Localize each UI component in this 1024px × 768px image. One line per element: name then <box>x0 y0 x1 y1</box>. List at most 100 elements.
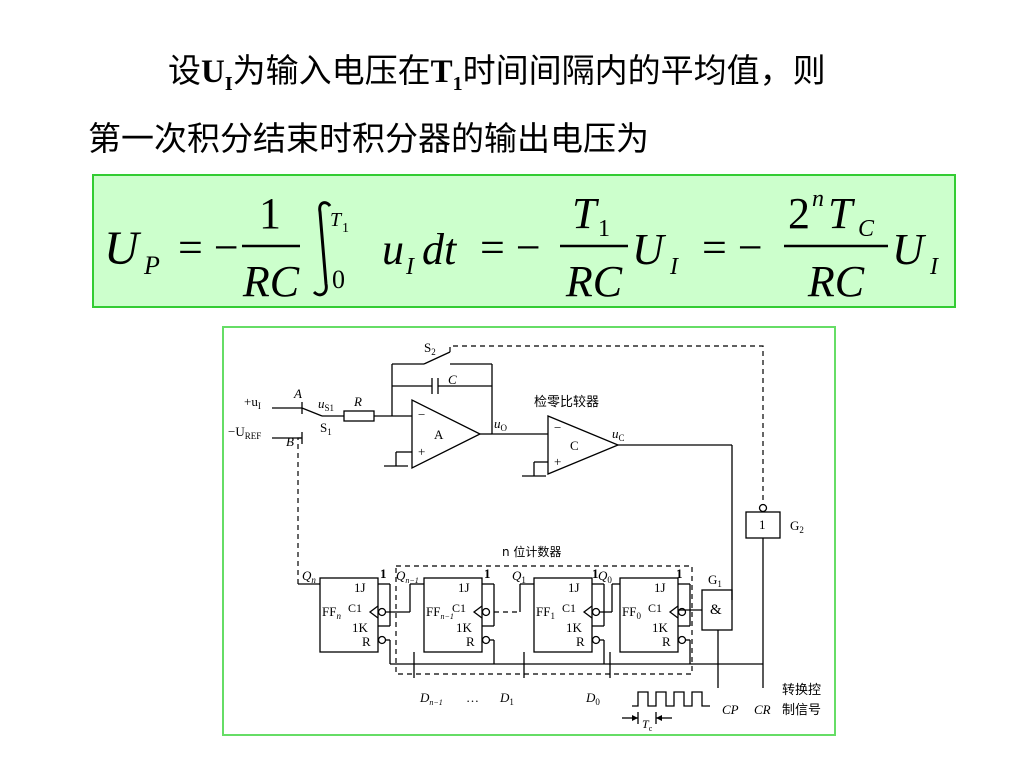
tc-arrowhead-right <box>656 715 662 721</box>
label-control-line2: 制信号 <box>782 703 821 718</box>
integrand-dt: dt <box>422 225 458 274</box>
label-counter-title: n 位计数器 <box>502 544 561 559</box>
label-opamp-minus: − <box>418 407 425 422</box>
intro-suffix: 时间间隔内的平均值，则 <box>462 51 826 90</box>
ff-n <box>319 577 379 653</box>
symbol-t: T <box>430 54 453 90</box>
pin-ffn1-1j: 1J <box>458 580 470 595</box>
counter-dashed-box <box>395 565 693 675</box>
label-s1-sub: 1 <box>327 427 332 437</box>
label-ff1-sub: 1 <box>550 611 555 621</box>
formula-mid-u: U <box>632 225 667 274</box>
label-d1-sub: 1 <box>509 697 514 707</box>
label-input-plus-sub: I <box>258 401 261 411</box>
label-comp-minus: − <box>554 420 561 435</box>
formula-frac2-num: T <box>572 189 600 238</box>
circuit-svg: +uI −UREF A B S1 uS1 R C S2 − + A uO 检零比… <box>228 340 821 733</box>
label-ff1: FF <box>536 604 550 619</box>
pin-ffn1-c1: C1 <box>452 601 466 615</box>
integrand-sub: I <box>405 254 415 280</box>
opamp-a <box>411 398 482 470</box>
int-upper-sub: 1 <box>342 221 349 236</box>
label-ffn1-sub: n−1 <box>440 612 453 621</box>
pin-ffn1-r: R <box>466 634 475 649</box>
formula-frac2-num-sub: 1 <box>598 216 610 242</box>
pin-ffn1-1k: 1K <box>456 620 473 635</box>
intro-line-2: 第一次积分结束时积分器的输出电压为 <box>88 119 649 158</box>
formula-lhs-u: U <box>104 222 142 275</box>
label-uc-sub: C <box>619 433 625 443</box>
label-s1: S <box>320 420 327 435</box>
svg-text:Q0: Q0 <box>598 568 612 585</box>
label-input-minus: −U <box>228 424 245 439</box>
ff-0 <box>619 577 679 653</box>
label-qn-sub: n <box>311 575 316 585</box>
svg-text:G2: G2 <box>790 518 804 535</box>
pin-ff1-c1: C1 <box>562 601 576 615</box>
label-dn1: D <box>419 690 430 705</box>
ff-0-reset-bubble <box>677 635 687 645</box>
label-input-plus: +u <box>244 394 258 409</box>
pin-ffn-c1: C1 <box>348 601 362 615</box>
switch-s2-blade <box>423 351 451 365</box>
intro-prefix: 设 <box>168 51 201 90</box>
integrand-u: u <box>382 225 404 274</box>
ff-1-reset-bubble <box>591 635 601 645</box>
formula-eq2: = − <box>480 223 541 272</box>
svg-text:Tc: Tc <box>642 717 653 733</box>
ff-n1-reset-bubble <box>481 635 491 645</box>
label-cr: CR <box>754 702 771 717</box>
svg-text:D1: D1 <box>499 690 514 707</box>
label-uc: u <box>612 426 619 441</box>
label-control-line1: 转换控 <box>782 683 821 698</box>
formula-frac3-base: 2 <box>788 189 810 238</box>
label-comparator-c: C <box>570 438 579 453</box>
svg-text:−UREF: −UREF <box>228 424 261 441</box>
int-upper: T <box>330 209 343 231</box>
label-dn1-sub: n−1 <box>429 698 442 707</box>
svg-text:uS1: uS1 <box>318 396 334 413</box>
pin-ff1-r: R <box>576 634 585 649</box>
formula-box: U P = − 1 RC T 1 0 u I dt = − T 1 RC U I… <box>92 174 956 308</box>
high-ff0: 1 <box>676 566 683 581</box>
label-s2: S <box>424 340 431 355</box>
label-cp: CP <box>722 702 739 717</box>
formula-frac3-den: RC <box>807 257 865 306</box>
ff-n1-clock <box>472 605 483 619</box>
svg-text:FF0: FF0 <box>622 604 641 621</box>
svg-text:Dn−1: Dn−1 <box>419 690 443 707</box>
ff-1-clock-bubble <box>591 607 601 617</box>
tc-arrowhead-left <box>632 715 638 721</box>
formula-frac1-num: 1 <box>259 189 281 238</box>
pin-ff1-1j: 1J <box>568 580 580 595</box>
formula-lhs-sub: P <box>143 251 160 280</box>
svg-text:D0: D0 <box>585 690 600 707</box>
svg-text:Qn−1: Qn−1 <box>396 568 419 585</box>
svg-text:S1: S1 <box>320 420 332 437</box>
label-qn1-sub: n−1 <box>405 576 418 585</box>
label-g2-symbol: 1 <box>759 517 766 532</box>
formula-eq3: = − <box>702 223 763 272</box>
clock-waveform <box>632 691 710 707</box>
label-uo-sub: O <box>501 423 508 433</box>
label-node-a: A <box>293 386 302 401</box>
label-ffn1: FF <box>426 604 440 619</box>
label-comparator-title: 检零比较器 <box>534 395 599 410</box>
resistor-r <box>343 410 375 422</box>
svg-text:FF1: FF1 <box>536 604 555 621</box>
label-node-b: B <box>286 434 294 449</box>
label-opamp-plus: + <box>418 444 425 459</box>
svg-text:Qn: Qn <box>302 568 316 585</box>
label-d0: D <box>585 690 596 705</box>
circuit-box: +uI −UREF A B S1 uS1 R C S2 − + A uO 检零比… <box>222 326 836 736</box>
formula-frac3-t-sub: C <box>858 216 875 242</box>
integral-sign <box>312 201 332 297</box>
label-q0-sub: 0 <box>607 575 612 585</box>
pin-ff1-1k: 1K <box>566 620 583 635</box>
formula-frac1-den: RC <box>242 257 300 306</box>
ff-n1 <box>423 577 483 653</box>
high-ffn: 1 <box>380 566 387 581</box>
label-uo: u <box>494 416 501 431</box>
label-qn: Q <box>302 568 312 583</box>
label-comp-plus: + <box>554 454 561 469</box>
